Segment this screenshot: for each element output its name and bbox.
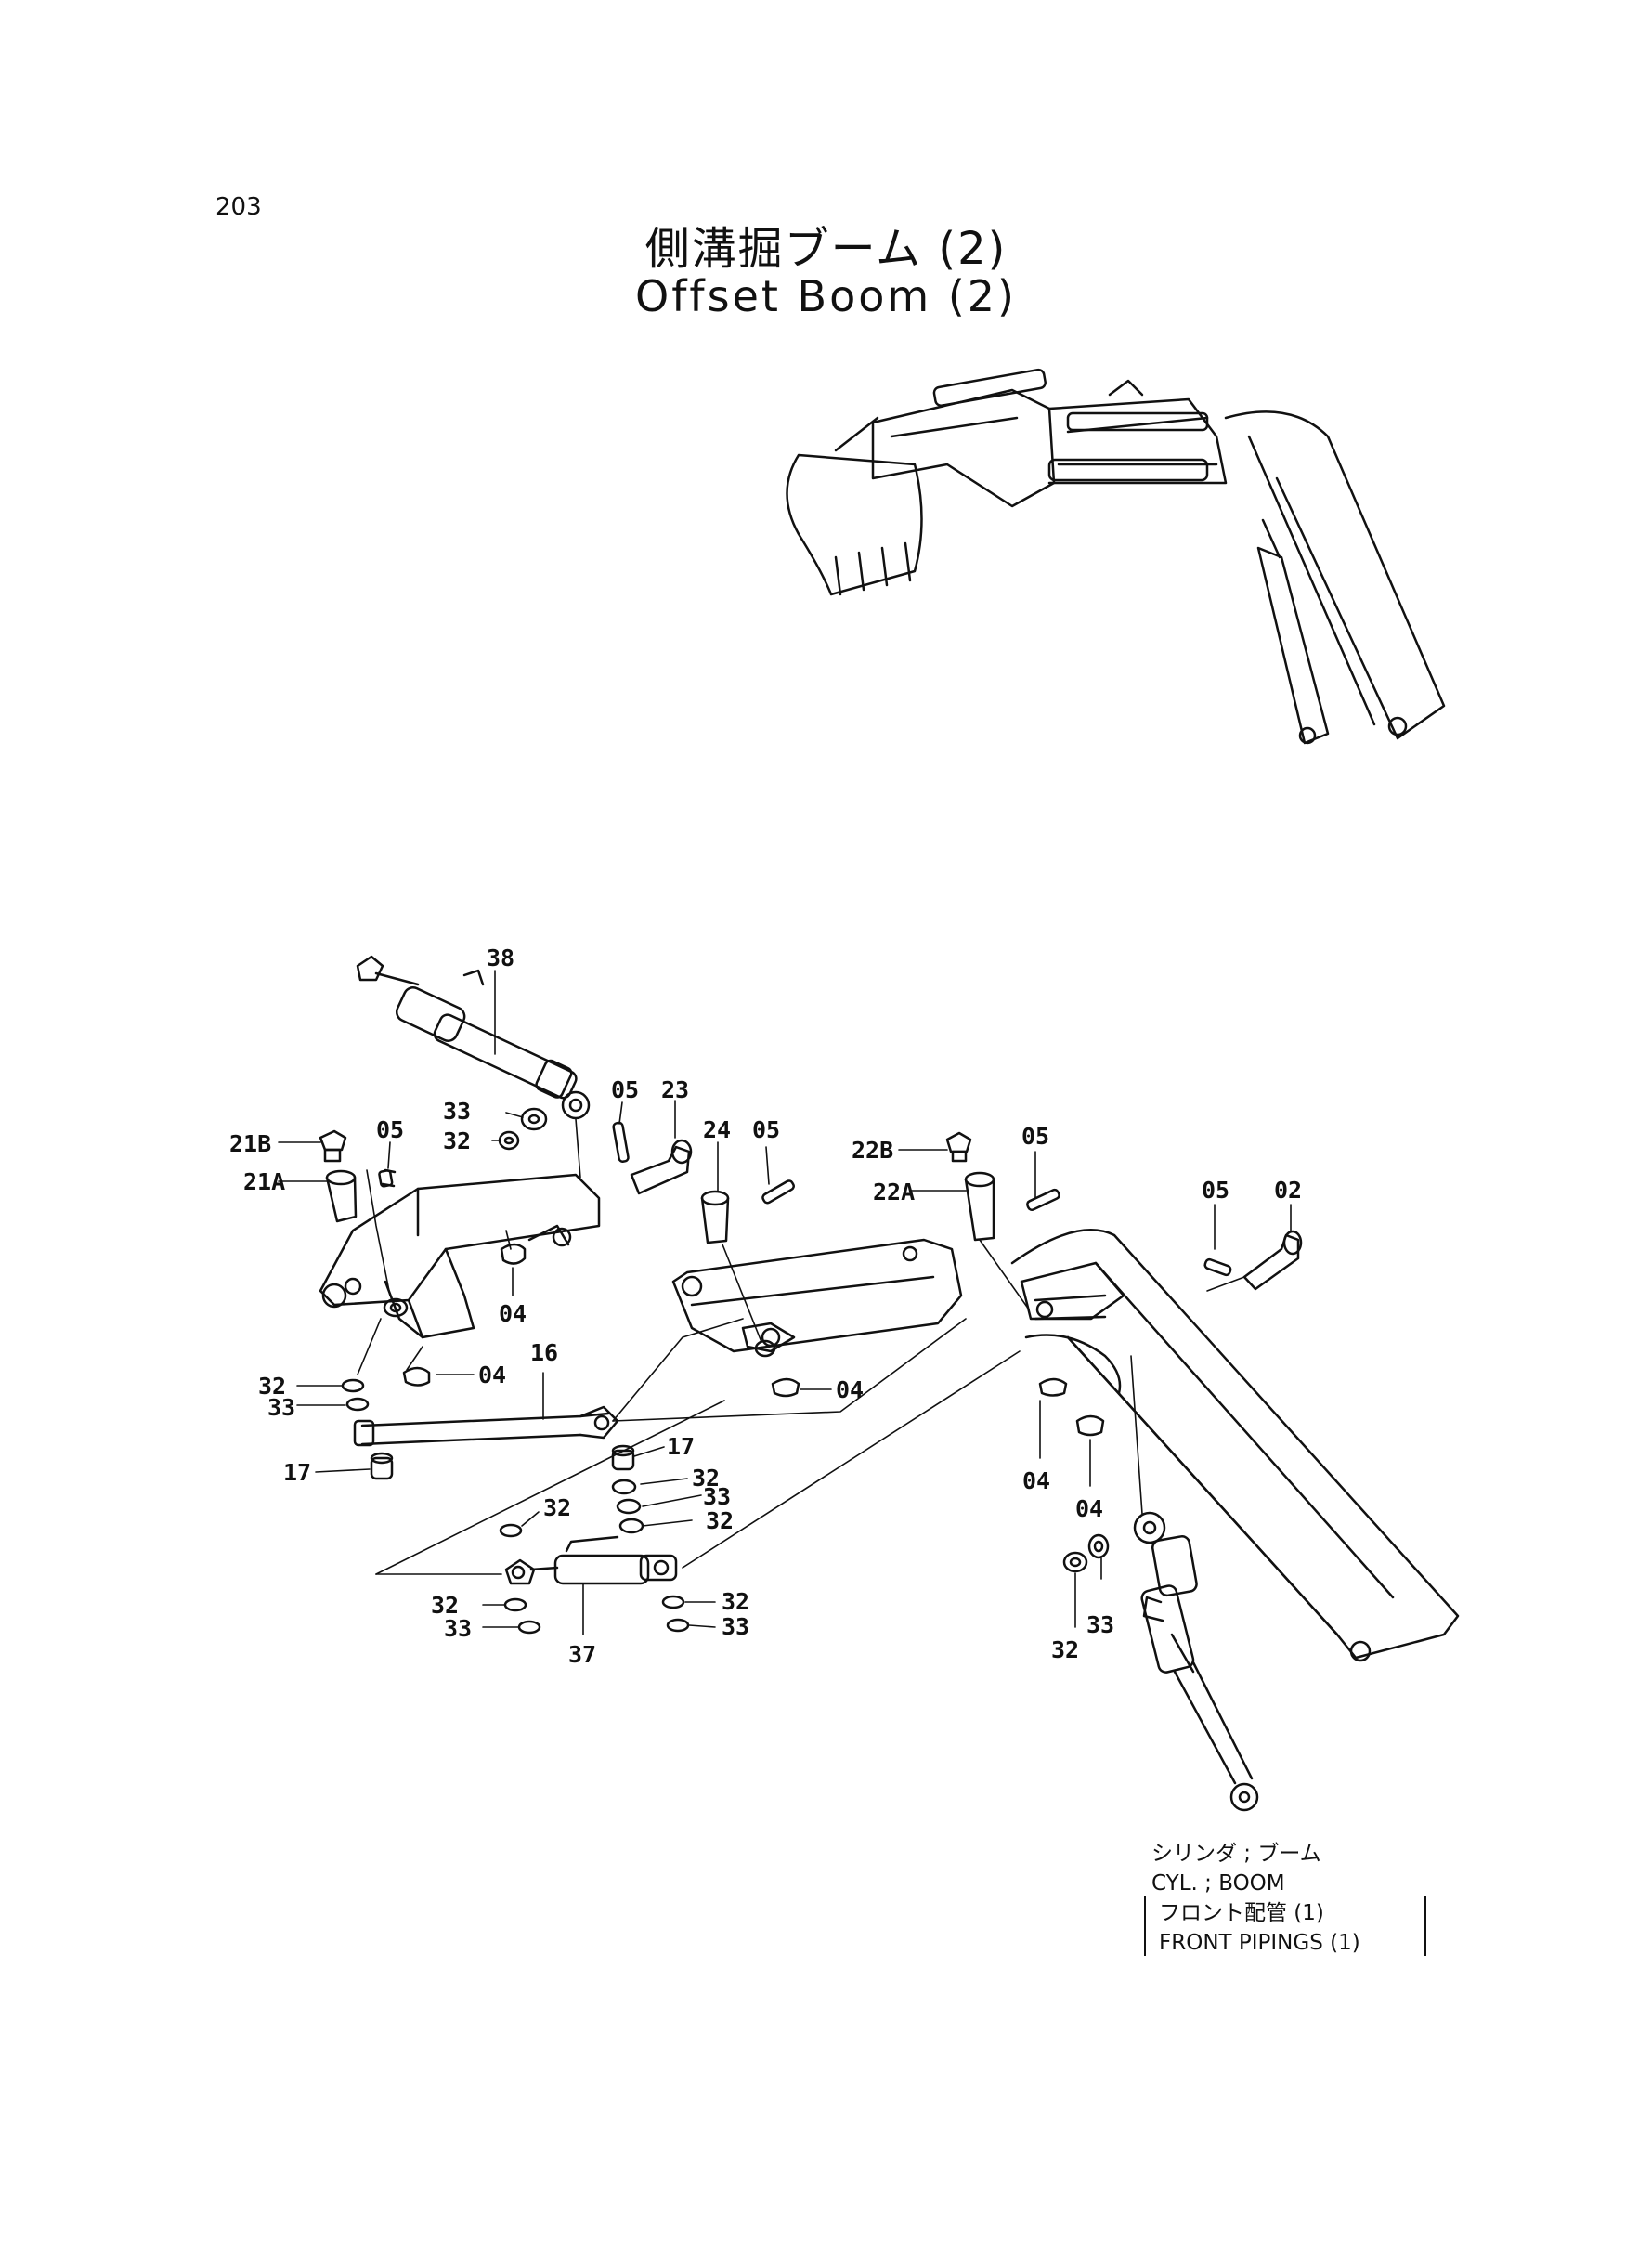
cylinder-note: シリンダ ; ブーム CYL. ; BOOM フロント配管 (1) FRONT … — [1151, 1839, 1360, 1958]
title-japanese: 側溝掘ブーム (2) — [644, 223, 1008, 275]
label-05: 05 — [1021, 1123, 1049, 1150]
label-05: 05 — [376, 1116, 404, 1143]
label-02: 02 — [1274, 1177, 1302, 1204]
part-labels: 38 05 23 33 32 05 21B 21A 24 05 22B 05 2… — [229, 945, 1302, 1668]
label-38: 38 — [487, 945, 514, 971]
label-22b: 22B — [852, 1137, 893, 1164]
boom-cylinder — [1133, 1511, 1259, 1812]
leader-lines — [278, 970, 1292, 1635]
label-05: 05 — [611, 1076, 639, 1103]
label-32: 32 — [706, 1507, 734, 1534]
offset-boom — [1010, 1229, 1460, 1662]
label-32: 32 — [443, 1127, 471, 1154]
part-16-rod — [353, 1405, 619, 1447]
label-04: 04 — [1022, 1467, 1050, 1494]
label-04: 04 — [499, 1300, 527, 1327]
label-32: 32 — [722, 1588, 749, 1615]
part-05-spring-pin-c — [761, 1179, 795, 1205]
label-05: 05 — [752, 1116, 780, 1143]
part-37-cylinder — [504, 1535, 678, 1585]
part-17-bushings — [370, 1444, 635, 1480]
label-33: 33 — [443, 1098, 471, 1125]
label-33: 33 — [1086, 1611, 1114, 1638]
label-24: 24 — [703, 1116, 731, 1143]
label-32: 32 — [543, 1494, 571, 1521]
label-04: 04 — [836, 1376, 864, 1403]
part-21b-grease-fitting — [319, 1129, 347, 1163]
note-line-en-piping: FRONT PIPINGS (1) — [1159, 1931, 1360, 1955]
part-05-spring-pin-b — [612, 1121, 630, 1163]
page-number: 203 — [215, 193, 262, 221]
note-line-jp-piping: フロント配管 (1) — [1159, 1901, 1324, 1925]
part-02-pin — [1242, 1230, 1303, 1291]
title-english: Offset Boom (2) — [635, 271, 1017, 321]
label-04: 04 — [478, 1362, 506, 1388]
left-bracket-link — [319, 1173, 601, 1339]
label-05: 05 — [1202, 1177, 1229, 1204]
note-line-jp: シリンダ ; ブーム — [1151, 1842, 1321, 1866]
label-17: 17 — [283, 1459, 311, 1486]
part-04-collars — [402, 1243, 1105, 1437]
note-bracket — [1144, 1896, 1426, 1956]
washers — [341, 1107, 1110, 1635]
part-24-pin — [700, 1190, 730, 1244]
label-16: 16 — [530, 1339, 558, 1366]
label-04: 04 — [1075, 1495, 1103, 1522]
part-21a-pin — [325, 1169, 358, 1223]
label-22a: 22A — [873, 1179, 915, 1205]
label-32: 32 — [258, 1373, 286, 1400]
label-23: 23 — [661, 1076, 689, 1103]
label-32: 32 — [431, 1592, 459, 1619]
label-37: 37 — [568, 1641, 596, 1668]
part-23-pin — [630, 1139, 693, 1195]
label-33: 33 — [722, 1613, 749, 1640]
part-05-spring-pin-d — [1026, 1188, 1060, 1211]
label-21a: 21A — [243, 1168, 285, 1195]
label-33: 33 — [444, 1615, 472, 1642]
label-32: 32 — [692, 1465, 720, 1492]
part-38-offset-cylinder — [356, 955, 591, 1120]
part-22b-grease-fitting — [945, 1131, 972, 1163]
part-22a-pin — [964, 1171, 995, 1242]
part-05-spring-pin-e — [1203, 1257, 1232, 1277]
label-32: 32 — [1051, 1636, 1079, 1663]
center-link — [671, 1238, 963, 1353]
label-33: 33 — [267, 1394, 295, 1421]
label-21b: 21B — [229, 1130, 271, 1157]
label-33: 33 — [703, 1483, 731, 1510]
label-17: 17 — [667, 1433, 695, 1460]
overview-excavator-front — [786, 368, 1446, 745]
note-line-en: CYL. ; BOOM — [1151, 1871, 1285, 1896]
